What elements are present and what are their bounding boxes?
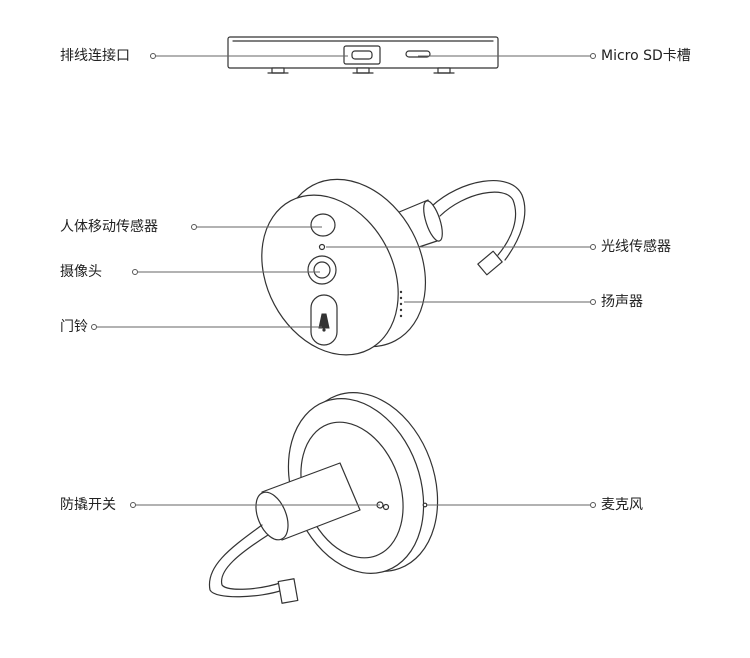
speaker-hole (399, 308, 403, 312)
speaker-hole (399, 302, 403, 306)
label-tamper-switch: 防撬开关 (60, 497, 116, 513)
back-tube-end (255, 491, 289, 541)
back-cable-outer (208, 524, 284, 598)
front-cable-plug (477, 250, 503, 276)
device-back-view (208, 392, 439, 604)
leader-light-sensor-dot (590, 244, 596, 250)
leader-microphone-dot (590, 502, 596, 508)
speaker-hole (399, 296, 403, 300)
ribbon-port-inner (351, 50, 373, 60)
doorbell-bell-icon (318, 313, 330, 329)
tamper-switch-shape (382, 503, 390, 511)
speaker-hole (399, 314, 403, 318)
label-micro-sd: Micro SD卡槽 (601, 48, 691, 64)
leader-tamper-switch-dot (130, 502, 136, 508)
pir-lens (310, 213, 336, 237)
doorbell-bell-clapper (322, 328, 326, 332)
top-foot-right (437, 67, 451, 74)
microphone-hole (422, 502, 428, 508)
top-foot-left (271, 67, 285, 74)
front-tube-end (423, 200, 443, 242)
leader-speaker-dot (590, 299, 596, 305)
leader-pir-sensor-dot (191, 224, 197, 230)
speaker-hole (399, 290, 403, 294)
back-cable-plug (277, 578, 299, 604)
label-microphone: 麦克风 (601, 497, 643, 513)
label-doorbell: 门铃 (60, 319, 88, 335)
label-speaker: 扬声器 (601, 294, 643, 310)
label-ribbon-port: 排线连接口 (60, 48, 130, 64)
front-cable-outer (431, 180, 526, 261)
camera-lens-inner (313, 261, 331, 279)
light-sensor-hole (318, 243, 326, 251)
leader-camera-dot (132, 269, 138, 275)
label-light-sensor: 光线传感器 (601, 239, 671, 255)
front-cable-inner (439, 191, 517, 256)
leader-micro-sd-dot (590, 53, 596, 59)
device-top-view (227, 36, 499, 74)
device-front-view (261, 178, 526, 356)
label-pir-sensor: 人体移动传感器 (60, 219, 158, 235)
back-cable-inner (221, 534, 284, 590)
top-foot-mid (356, 67, 370, 74)
leader-ribbon-port-dot (150, 53, 156, 59)
label-camera: 摄像头 (60, 264, 102, 280)
leader-doorbell-dot (91, 324, 97, 330)
